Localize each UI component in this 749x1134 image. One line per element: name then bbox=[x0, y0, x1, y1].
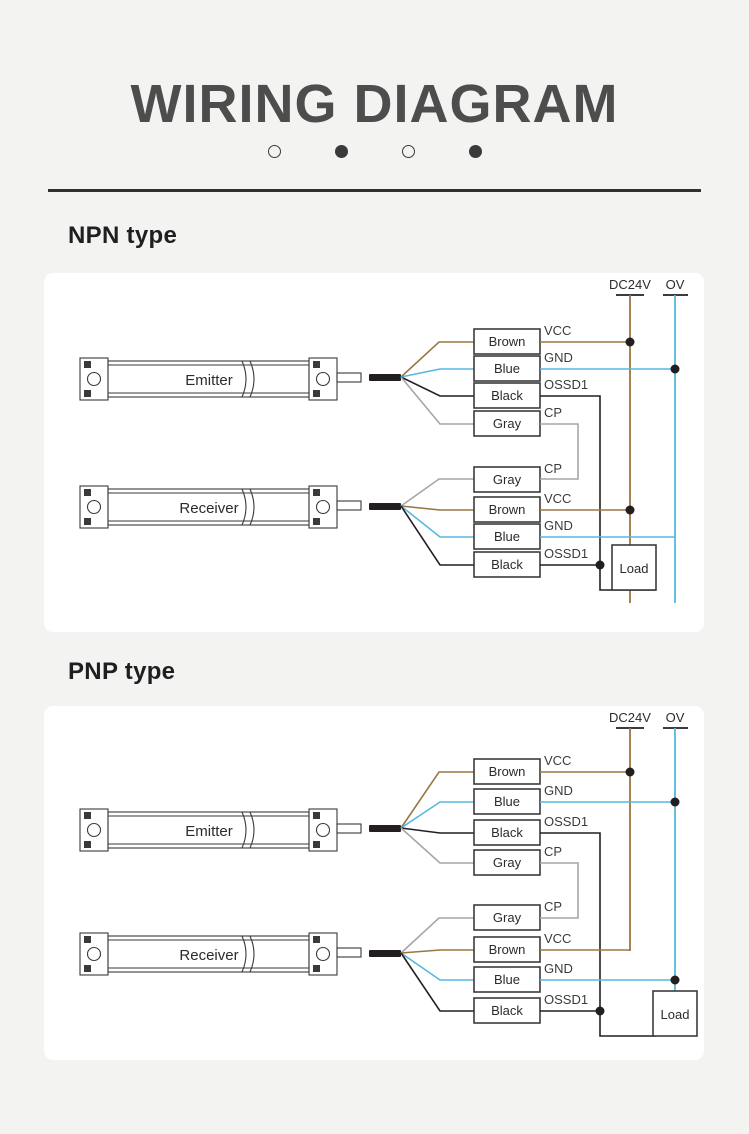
pnp-diagram: Emitter Brown Blue Black Gray bbox=[44, 706, 704, 1060]
npn-emitter-terminals: Brown Blue Black Gray bbox=[473, 328, 541, 437]
pnp-receiver-fanout bbox=[400, 917, 474, 1012]
npn-emitter-signal-vcc: VCC bbox=[544, 323, 571, 338]
npn-receiver-device bbox=[79, 485, 362, 529]
pnp-load-box bbox=[652, 990, 698, 1037]
pnp-junction-0v-emitter bbox=[670, 797, 680, 807]
decorative-dot-row bbox=[0, 145, 749, 158]
pnp-emitter-terminal-blue: Blue bbox=[494, 794, 520, 809]
pnp-emitter-cable-stub bbox=[369, 825, 401, 832]
pnp-emitter-signal-vcc: VCC bbox=[544, 753, 571, 768]
dot-3-hollow-icon bbox=[401, 145, 415, 158]
npn-receiver-terminal-black: Black bbox=[491, 557, 523, 572]
pnp-emitter-label: Emitter bbox=[185, 823, 233, 840]
npn-emitter-terminal-black: Black bbox=[491, 388, 523, 403]
npn-receiver-signal-gnd: GND bbox=[544, 518, 573, 533]
pnp-load-label: Load bbox=[661, 1007, 690, 1022]
npn-load-label: Load bbox=[620, 561, 649, 576]
pnp-emitter-terminals: Brown Blue Black Gray bbox=[473, 758, 541, 876]
npn-receiver-signal-vcc: VCC bbox=[544, 491, 571, 506]
pnp-section-heading: PNP type bbox=[68, 658, 176, 685]
npn-emitter-cable-stub bbox=[369, 374, 401, 381]
pnp-emitter-fanout bbox=[400, 771, 474, 864]
npn-emitter-device bbox=[79, 357, 362, 401]
pnp-junction-ossd1 bbox=[595, 1006, 605, 1016]
npn-emitter-fanout bbox=[400, 341, 474, 425]
pnp-emitter-signal-ossd1: OSSD1 bbox=[544, 814, 588, 829]
pnp-rail-label-dc24v: DC24V bbox=[609, 710, 651, 725]
dot-1-hollow-icon bbox=[267, 145, 281, 158]
pnp-receiver-terminal-brown: Brown bbox=[489, 942, 526, 957]
npn-emitter-terminal-brown: Brown bbox=[489, 334, 526, 349]
pnp-rails: DC24V OV bbox=[609, 710, 688, 996]
npn-receiver-terminal-gray: Gray bbox=[493, 472, 522, 487]
pnp-emitter-ossd1-wire bbox=[540, 832, 656, 1037]
npn-junction-dc24v-receiver bbox=[625, 505, 635, 515]
pnp-receiver-cable-stub bbox=[369, 950, 401, 957]
npn-rail-label-dc24v: DC24V bbox=[609, 277, 651, 292]
page-title: WIRING DIAGRAM bbox=[130, 74, 619, 134]
pnp-receiver-signal-gnd: GND bbox=[544, 961, 573, 976]
pnp-emitter-signal-cp: CP bbox=[544, 844, 562, 859]
npn-receiver-cable-stub bbox=[369, 503, 401, 510]
npn-receiver-signal-cp: CP bbox=[544, 461, 562, 476]
dot-2-filled-icon bbox=[334, 145, 348, 158]
pnp-junction-0v-receiver bbox=[670, 975, 680, 985]
pnp-receiver-device bbox=[79, 932, 362, 976]
npn-receiver-terminal-blue: Blue bbox=[494, 529, 520, 544]
npn-receiver-signal-ossd1: OSSD1 bbox=[544, 546, 588, 561]
npn-junction-ossd1 bbox=[595, 560, 605, 570]
npn-emitter-terminal-blue: Blue bbox=[494, 361, 520, 376]
npn-emitter-terminal-gray: Gray bbox=[493, 416, 522, 431]
pnp-junction-dc24v-emitter bbox=[625, 767, 635, 777]
pnp-cp-loop-wire bbox=[540, 862, 579, 919]
npn-emitter-signal-ossd1: OSSD1 bbox=[544, 377, 588, 392]
pnp-diagram-panel: Emitter Brown Blue Black Gray bbox=[44, 706, 704, 1060]
npn-receiver-label: Receiver bbox=[179, 500, 238, 517]
npn-emitter-label: Emitter bbox=[185, 372, 233, 389]
pnp-receiver-terminals: Gray Brown Blue Black bbox=[473, 904, 541, 1024]
pnp-receiver-label: Receiver bbox=[179, 947, 238, 964]
header-divider bbox=[48, 189, 701, 192]
pnp-emitter-signal-gnd: GND bbox=[544, 783, 573, 798]
npn-junction-dc24v-emitter bbox=[625, 337, 635, 347]
pnp-receiver-signal-cp: CP bbox=[544, 899, 562, 914]
pnp-receiver-signal-vcc: VCC bbox=[544, 931, 571, 946]
pnp-emitter-device bbox=[79, 808, 362, 852]
npn-load-box bbox=[611, 544, 657, 591]
npn-emitter-signal-gnd: GND bbox=[544, 350, 573, 365]
dot-4-filled-icon bbox=[468, 145, 482, 158]
npn-receiver-terminals: Gray Brown Blue Black bbox=[473, 466, 541, 578]
pnp-emitter-terminal-gray: Gray bbox=[493, 855, 522, 870]
npn-diagram-panel: Emitter Brown Blue Black bbox=[44, 273, 704, 632]
npn-diagram: Emitter Brown Blue Black bbox=[44, 273, 704, 632]
npn-rail-label-0v: OV bbox=[666, 277, 685, 292]
pnp-rail-label-0v: OV bbox=[666, 710, 685, 725]
npn-receiver-terminal-brown: Brown bbox=[489, 502, 526, 517]
pnp-receiver-terminal-gray: Gray bbox=[493, 910, 522, 925]
npn-emitter-signal-cp: CP bbox=[544, 405, 562, 420]
pnp-emitter-terminal-black: Black bbox=[491, 825, 523, 840]
npn-junction-0v-emitter bbox=[670, 364, 680, 374]
pnp-receiver-signal-ossd1: OSSD1 bbox=[544, 992, 588, 1007]
pnp-receiver-terminal-blue: Blue bbox=[494, 972, 520, 987]
pnp-emitter-terminal-brown: Brown bbox=[489, 764, 526, 779]
npn-receiver-fanout bbox=[400, 478, 474, 566]
pnp-receiver-terminal-black: Black bbox=[491, 1003, 523, 1018]
npn-cp-loop-wire bbox=[540, 423, 579, 480]
npn-section-heading: NPN type bbox=[68, 222, 178, 249]
